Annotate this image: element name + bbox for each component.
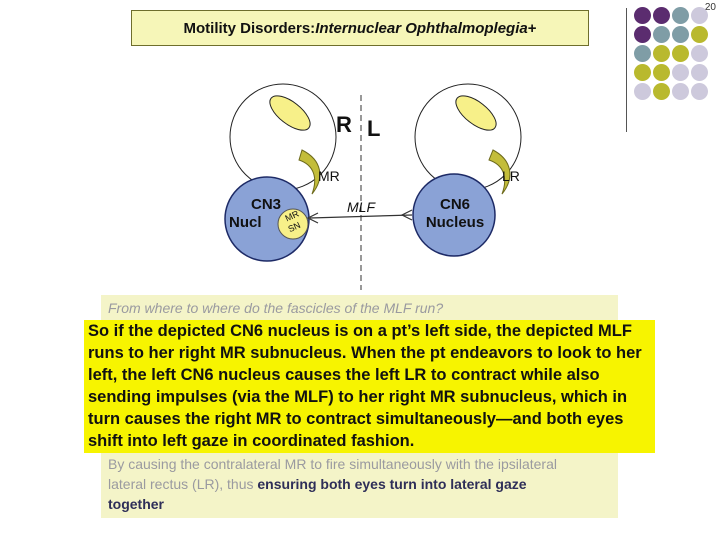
cn6-line2: Nucleus — [416, 214, 494, 232]
explanation-text: So if the depicted CN6 nucleus is on a p… — [84, 320, 655, 452]
faded-question: From where to where do the fascicles of … — [108, 298, 443, 318]
r-label: R — [336, 112, 352, 138]
l-label: L — [367, 116, 380, 142]
cn3-line2: Nucl — [229, 214, 285, 232]
cn3-label: CN3 Nucl — [229, 196, 285, 232]
explanation-overlay: So if the depicted CN6 nucleus is on a p… — [84, 320, 655, 453]
lr-label: LR — [502, 168, 520, 184]
mr-label: MR — [318, 168, 340, 184]
cn3-line1: CN3 — [229, 196, 285, 214]
cn6-label: CN6 Nucleus — [416, 196, 494, 232]
cn6-line1: CN6 — [416, 196, 494, 214]
faded-answer: By causing the contralateral MR to fire … — [108, 454, 578, 514]
mlf-label: MLF — [347, 199, 375, 215]
